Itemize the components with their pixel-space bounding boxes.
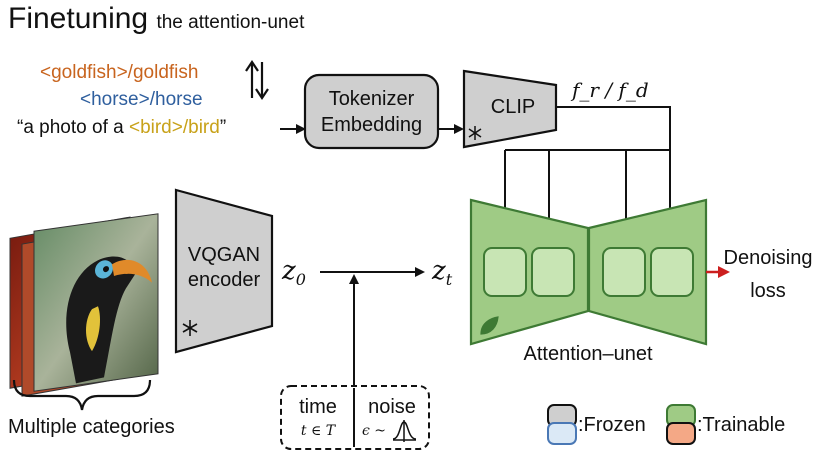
time-expr: t ∈ T: [300, 423, 336, 439]
latent-z0-sub: 0: [295, 270, 306, 290]
tokenizer-line1: Tokenizer: [328, 88, 415, 110]
latent-zt-base: z: [432, 256, 446, 286]
tokenizer-line2: Embedding: [320, 114, 423, 136]
image-card-front: [33, 213, 159, 392]
clip-output-label: f_r / f_d: [572, 78, 649, 102]
time-label: time: [299, 396, 337, 418]
latent-z0-base: z: [282, 256, 296, 286]
tokenizer-label: Tokenizer Embedding: [305, 86, 438, 138]
title-sub: the attention-unet: [156, 12, 305, 33]
latent-zt: zt: [432, 256, 452, 289]
title-main: Finetuning: [8, 2, 149, 35]
vqgan-encoder-block: [174, 188, 274, 354]
legend-frozen-blue: [547, 422, 577, 445]
unet-block-3: [602, 247, 646, 297]
vqgan-label: VQGAN encoder: [180, 243, 268, 293]
unet-block-4: [650, 247, 694, 297]
loss-line1: Denoising: [723, 247, 813, 269]
vqgan-line1: VQGAN: [187, 244, 261, 266]
loss-line2: loss: [750, 280, 786, 302]
tokenizer-box: [303, 73, 440, 150]
clip-output-line: [505, 106, 671, 151]
unet-block-2: [531, 247, 575, 297]
legend-frozen-label: :Frozen: [578, 414, 646, 436]
prompt-goldfish: <goldfish>/goldfish: [40, 62, 199, 83]
image-stack: [9, 213, 159, 397]
legend-trainable-label: :Trainable: [697, 414, 786, 436]
legend-trainable-orange: [666, 422, 696, 445]
clip-label: CLIP: [490, 96, 536, 118]
prompt-token-bird: <bird>/bird: [128, 117, 220, 138]
leaf-icon: [480, 316, 499, 335]
loss-label: Denoising loss: [718, 242, 818, 308]
unet-decoder-half: [587, 198, 708, 346]
gaussian-curve-icon: [392, 420, 417, 442]
unet-label: Attention–unet: [523, 343, 653, 365]
prompt-horse: <horse>/horse: [80, 89, 203, 110]
swap-arrows-icon: [245, 60, 269, 100]
prompt-bird: “a photo of a <bird>/bird”: [17, 117, 226, 139]
attention-unet: [469, 198, 708, 346]
category-brace: [12, 379, 152, 411]
latent-z0: z0: [282, 256, 306, 289]
snowflake-icon: [182, 320, 198, 336]
images-caption: Multiple categories: [8, 416, 175, 438]
prompt-suffix: ”: [219, 117, 227, 138]
vqgan-line2: encoder: [187, 269, 261, 291]
noise-expr: ϵ ~: [362, 423, 387, 439]
diagram-title: Finetuning the attention-unet: [8, 2, 304, 36]
unet-block-1: [483, 247, 527, 297]
noise-label: noise: [368, 396, 416, 418]
snowflake-icon: [468, 126, 482, 140]
prompt-prefix: “a photo of a: [17, 117, 129, 138]
clip-block: [462, 69, 558, 149]
latent-zt-sub: t: [445, 270, 453, 290]
